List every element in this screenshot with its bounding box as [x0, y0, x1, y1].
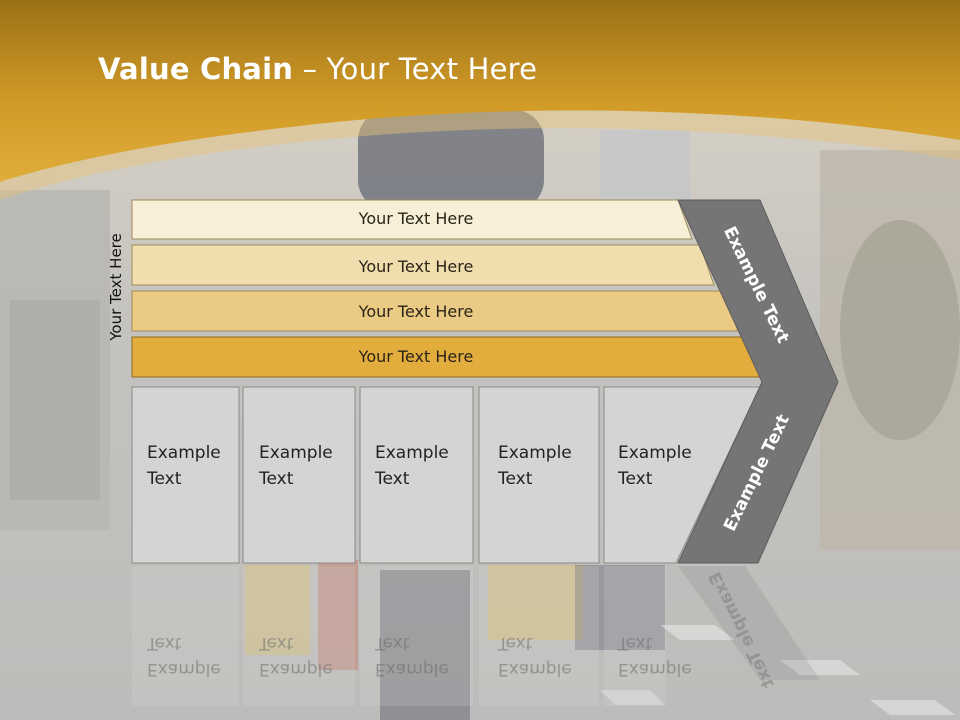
page-title: Value Chain – Your Text Here [98, 52, 537, 86]
support-box-4[interactable] [478, 386, 600, 564]
box-label-4: Example Text [498, 443, 572, 489]
support-box-5[interactable] [603, 386, 761, 564]
support-box-3[interactable] [359, 386, 474, 564]
box-label-2: Example Text [259, 443, 333, 489]
title-bold: Value Chain [98, 52, 294, 86]
diagram-reflection [132, 566, 820, 706]
box-label-5: Example Text [618, 443, 692, 489]
box-label-3: Example Text [375, 443, 449, 489]
support-box-1[interactable] [131, 386, 240, 564]
bar-label-1: Your Text Here [358, 209, 474, 228]
box-reflection-3: Example Text [375, 633, 449, 679]
support-box-2[interactable] [242, 386, 356, 564]
box-reflection-5: Example Text [618, 633, 692, 679]
margin-chevron[interactable] [677, 199, 839, 564]
side-label: Your Text Here [107, 233, 125, 341]
activity-bar-1[interactable] [131, 199, 693, 240]
title-rest: – Your Text Here [293, 52, 538, 86]
box-reflection-4: Example Text [498, 633, 572, 679]
activity-bar-2[interactable] [131, 244, 715, 286]
box-label-1: Example Text [147, 443, 221, 489]
bar-label-4: Your Text Here [358, 347, 474, 366]
bar-label-2: Your Text Here [358, 257, 474, 276]
box-reflection-1: Example Text [147, 633, 221, 679]
bar-label-3: Your Text Here [358, 302, 474, 321]
box-reflection-2: Example Text [259, 633, 333, 679]
